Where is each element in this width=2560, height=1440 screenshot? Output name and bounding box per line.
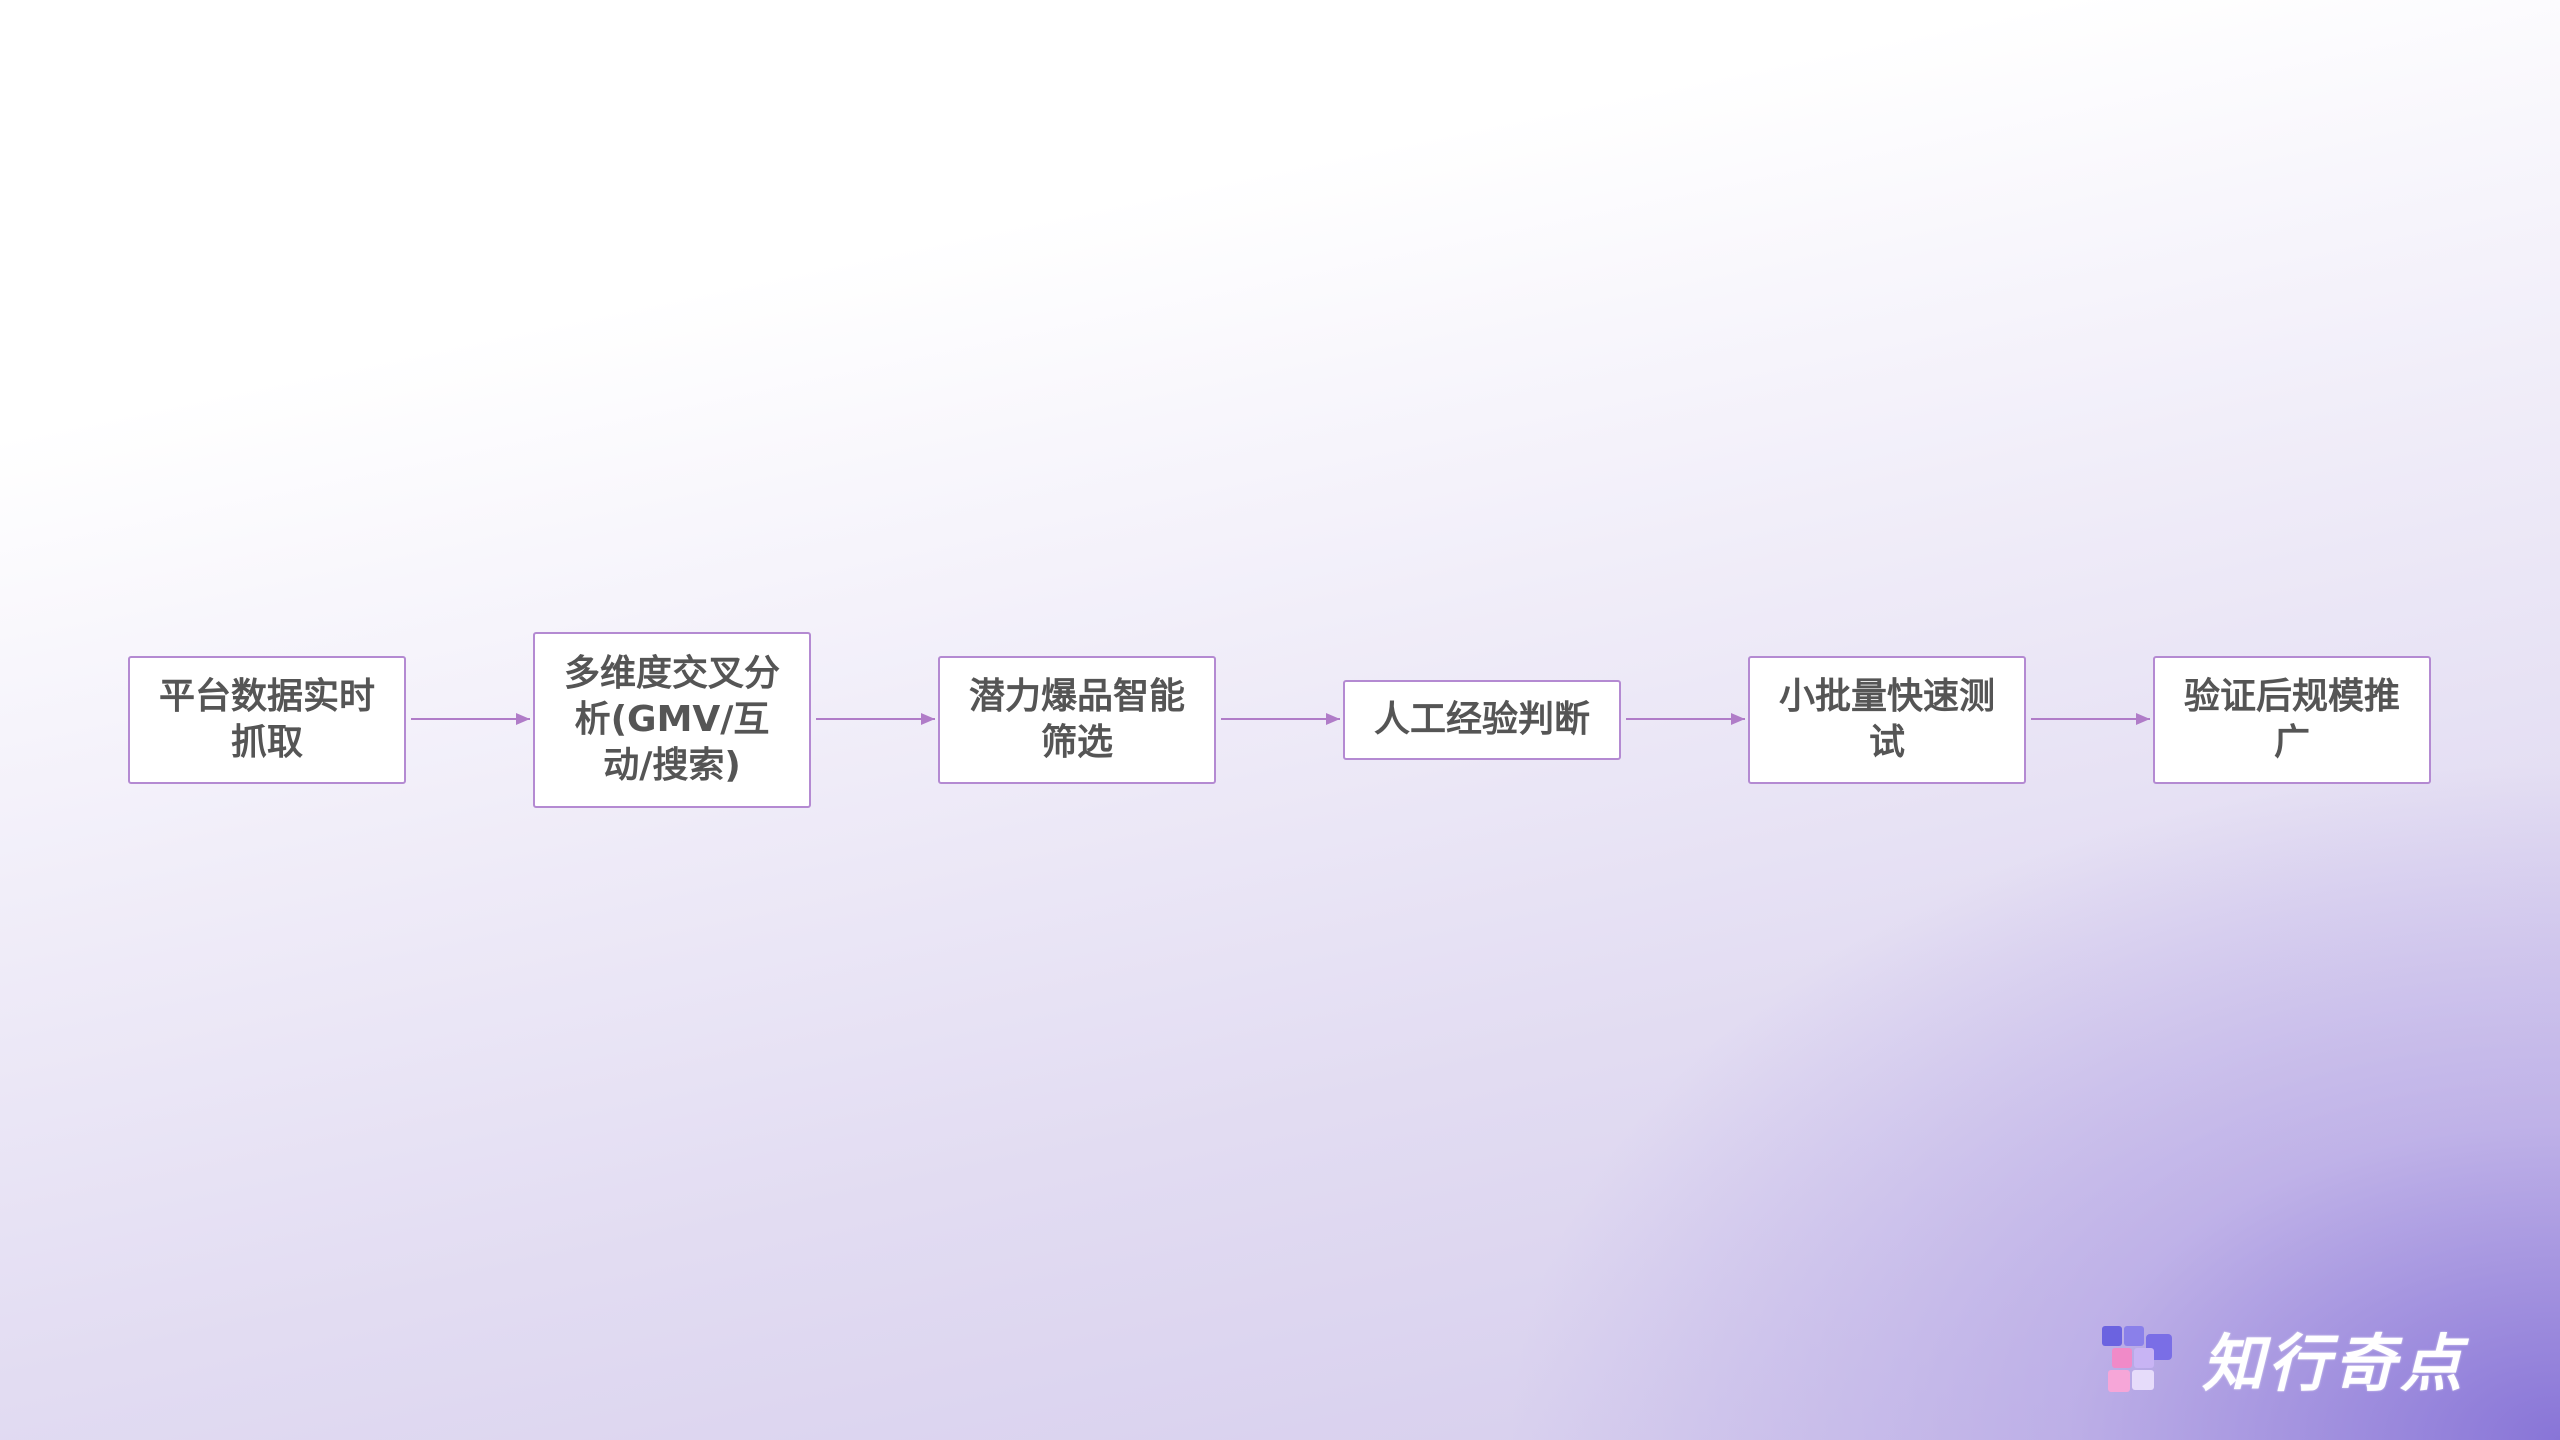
step-label: 人工经验判断 [1373,699,1590,740]
step-label: 多维度交叉分析(GMV/互动/搜索) [563,653,780,786]
step-label: 潜力爆品智能筛选 [968,676,1185,763]
step-box-manual-judgment: 人工经验判断 [1343,680,1621,760]
step-box-cross-analysis: 多维度交叉分析(GMV/互动/搜索) [533,632,811,808]
step-label: 验证后规模推广 [2183,676,2400,763]
step-label: 平台数据实时抓取 [158,676,375,763]
step-label: 小批量快速测试 [1778,676,1995,763]
step-box-small-batch-test: 小批量快速测试 [1748,656,2026,784]
step-box-scale-rollout: 验证后规模推广 [2153,656,2431,784]
step-box-data-capture: 平台数据实时抓取 [128,656,406,784]
step-box-product-screening: 潜力爆品智能筛选 [938,656,1216,784]
brand-name: 知行奇点 [2202,1327,2467,1400]
brand-logo: 知行奇点 [2100,1310,2520,1406]
brand-squares-icon [2102,1326,2172,1392]
